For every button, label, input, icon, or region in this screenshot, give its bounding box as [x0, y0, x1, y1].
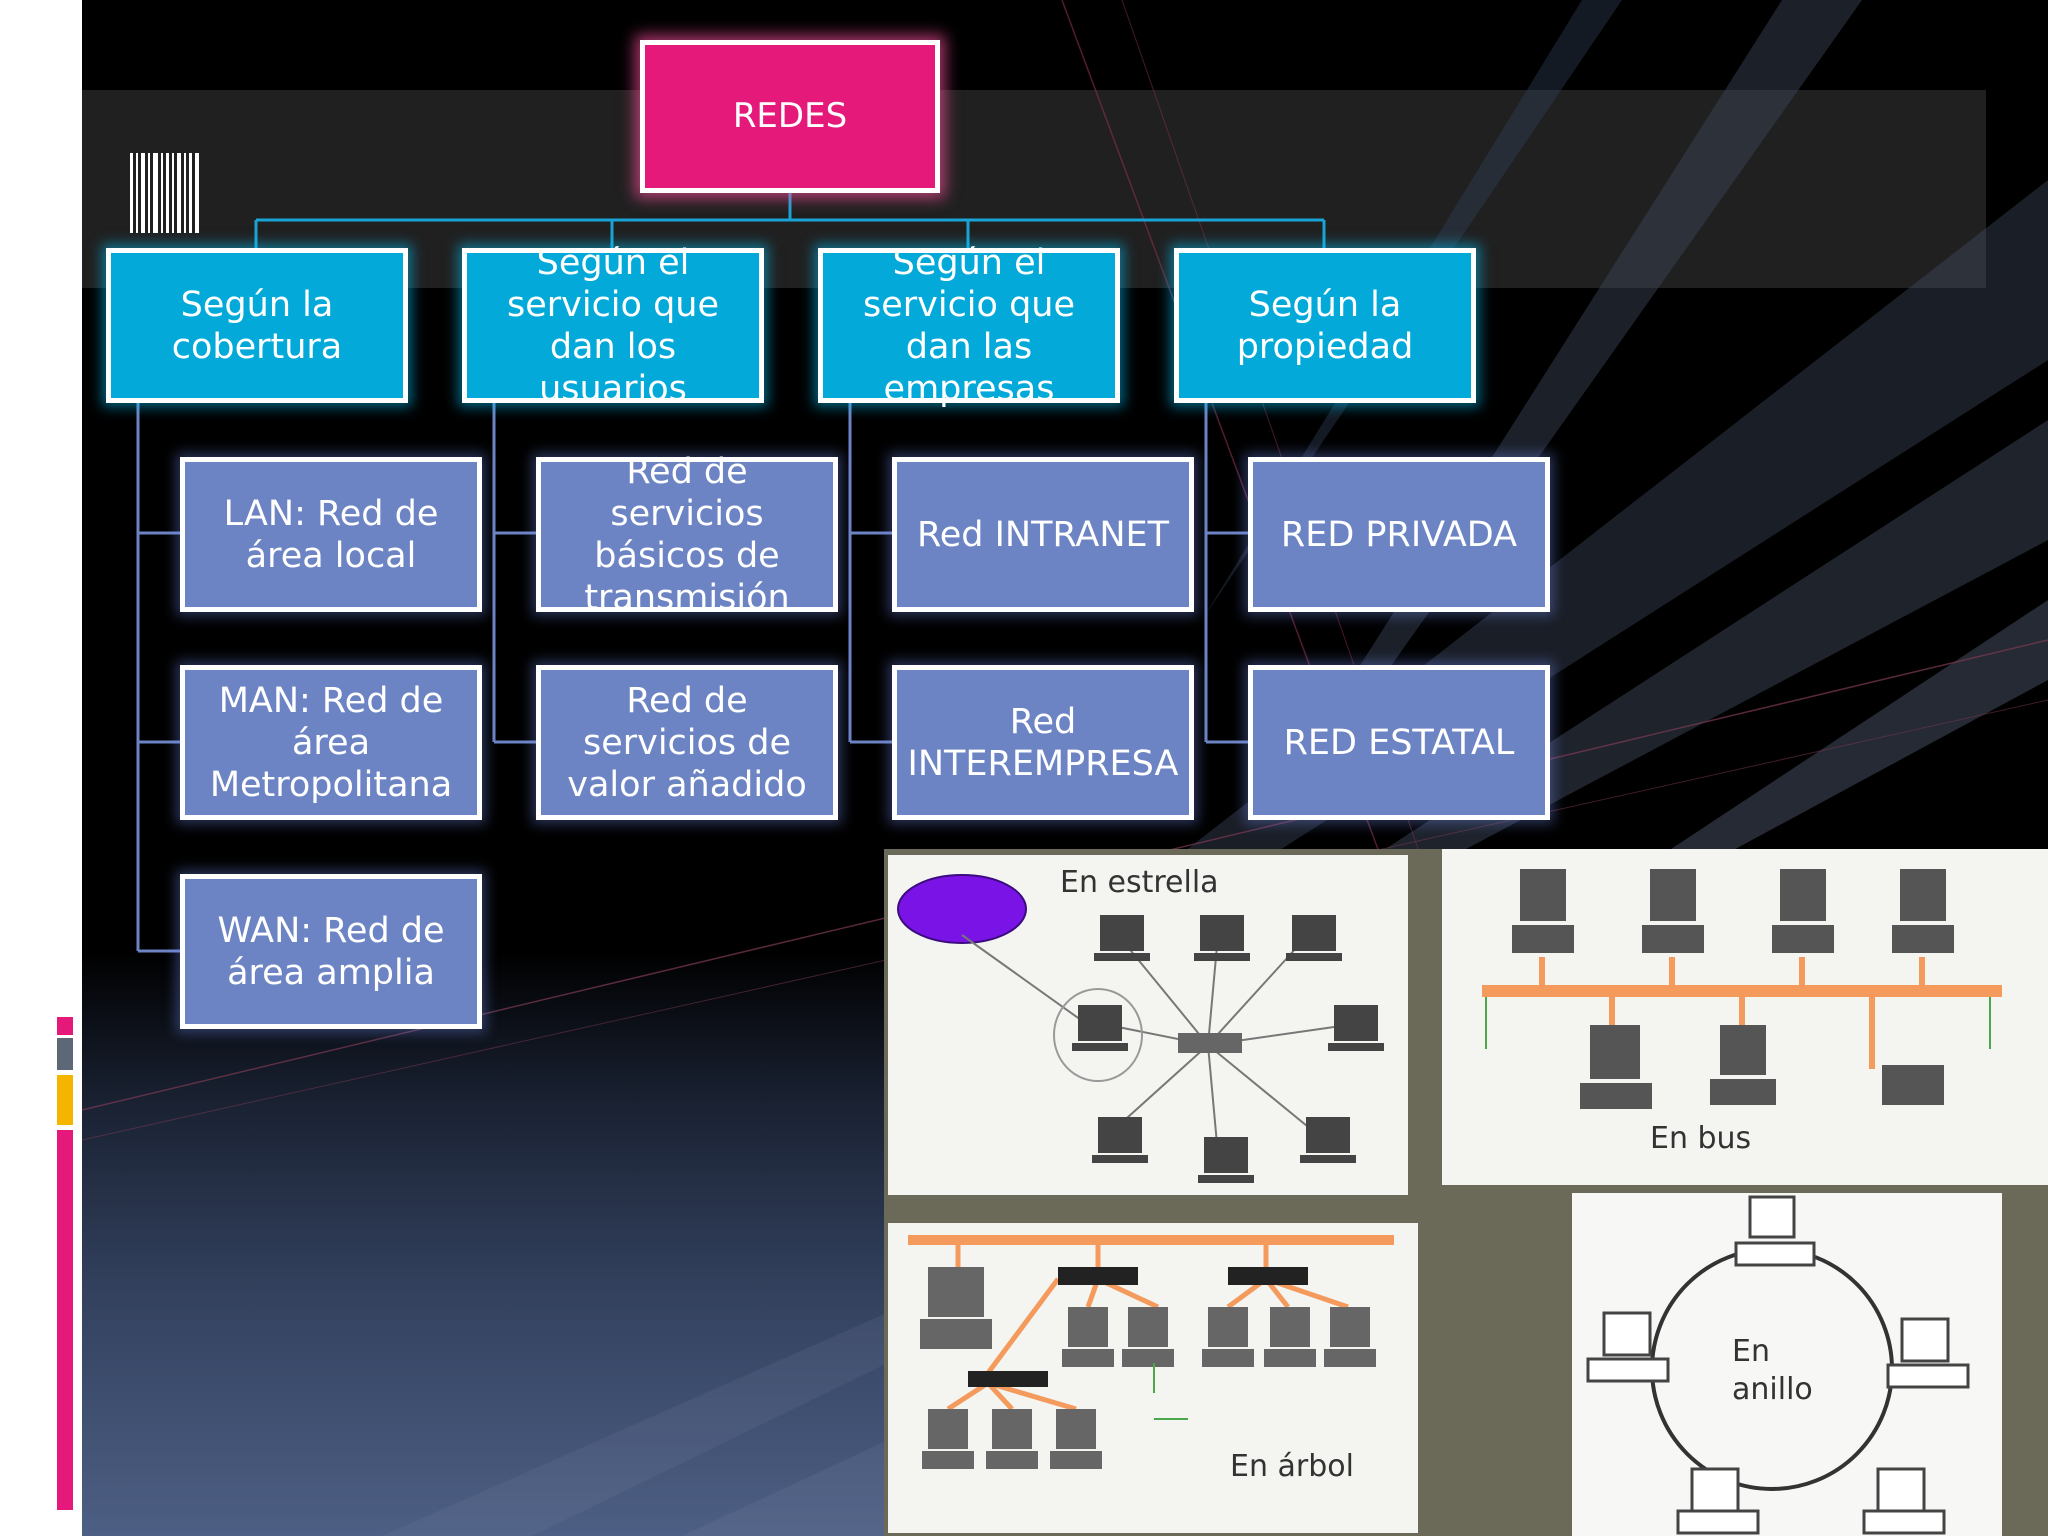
star-topology-diagram [897, 874, 1384, 1183]
accent-strip-yellow [57, 1075, 73, 1125]
bus-topology-panel: En bus [1442, 849, 2048, 1185]
star-topology-title: En estrella [1060, 865, 1219, 900]
leaf-label: LAN: Red de área local [223, 493, 439, 576]
tree-topology-title: En árbol [1230, 1449, 1354, 1484]
category-label: Según el servicio que dan los usuarios [506, 242, 720, 409]
leaf-red-privada: RED PRIVADA [1248, 457, 1550, 612]
root-label: REDES [732, 96, 848, 137]
network-topologies-image: En estrella [884, 849, 2048, 1536]
leaf-label: RED ESTATAL [1283, 722, 1515, 763]
ring-topology-panel: En anillo [1572, 1193, 2002, 1536]
accent-strip-pink [57, 1130, 73, 1510]
accent-strip-gray [57, 1038, 73, 1070]
leaf-interempresa: Red INTEREMPRESA [892, 665, 1194, 820]
leaf-lan: LAN: Red de área local [180, 457, 482, 612]
leaf-label: Red INTEREMPRESA [907, 701, 1179, 784]
category-label: Según la cobertura [171, 284, 343, 367]
bus-topology-title: En bus [1650, 1121, 1752, 1156]
ring-topology-title: En anillo [1732, 1334, 1813, 1407]
leaf-label: MAN: Red de área Metropolitana [209, 680, 453, 805]
leaf-label: WAN: Red de área amplia [217, 910, 445, 993]
leaf-man: MAN: Red de área Metropolitana [180, 665, 482, 820]
category-label: Según el servicio que dan las empresas [862, 242, 1076, 409]
root-node-redes: REDES [640, 40, 940, 193]
leaf-red-estatal: RED ESTATAL [1248, 665, 1550, 820]
category-cobertura: Según la cobertura [106, 248, 408, 403]
category-propiedad: Según la propiedad [1174, 248, 1476, 403]
category-servicio-usuarios: Según el servicio que dan los usuarios [462, 243, 764, 409]
category-label: Según la propiedad [1236, 284, 1414, 367]
accent-strip-pink-top [57, 1017, 73, 1035]
tree-topology-diagram [908, 1235, 1394, 1469]
leaf-valor-anadido: Red de servicios de valor añadido [536, 665, 838, 820]
barcode-decoration [130, 153, 199, 233]
star-topology-panel: En estrella [888, 855, 1408, 1195]
leaf-wan: WAN: Red de área amplia [180, 874, 482, 1029]
leaf-intranet: Red INTRANET [892, 457, 1194, 612]
leaf-label: RED PRIVADA [1280, 514, 1518, 555]
leaf-label: Red de servicios básicos de transmisión [584, 451, 790, 618]
leaf-label: Red INTRANET [916, 514, 1170, 555]
leaf-servicios-basicos: Red de servicios básicos de transmisión [536, 452, 838, 618]
bus-topology-diagram [1482, 869, 2002, 1109]
ring-topology-diagram [1586, 1195, 1970, 1535]
tree-topology-panel: En árbol [888, 1223, 1418, 1533]
category-servicio-empresas: Según el servicio que dan las empresas [818, 243, 1120, 409]
leaf-label: Red de servicios de valor añadido [567, 680, 807, 805]
